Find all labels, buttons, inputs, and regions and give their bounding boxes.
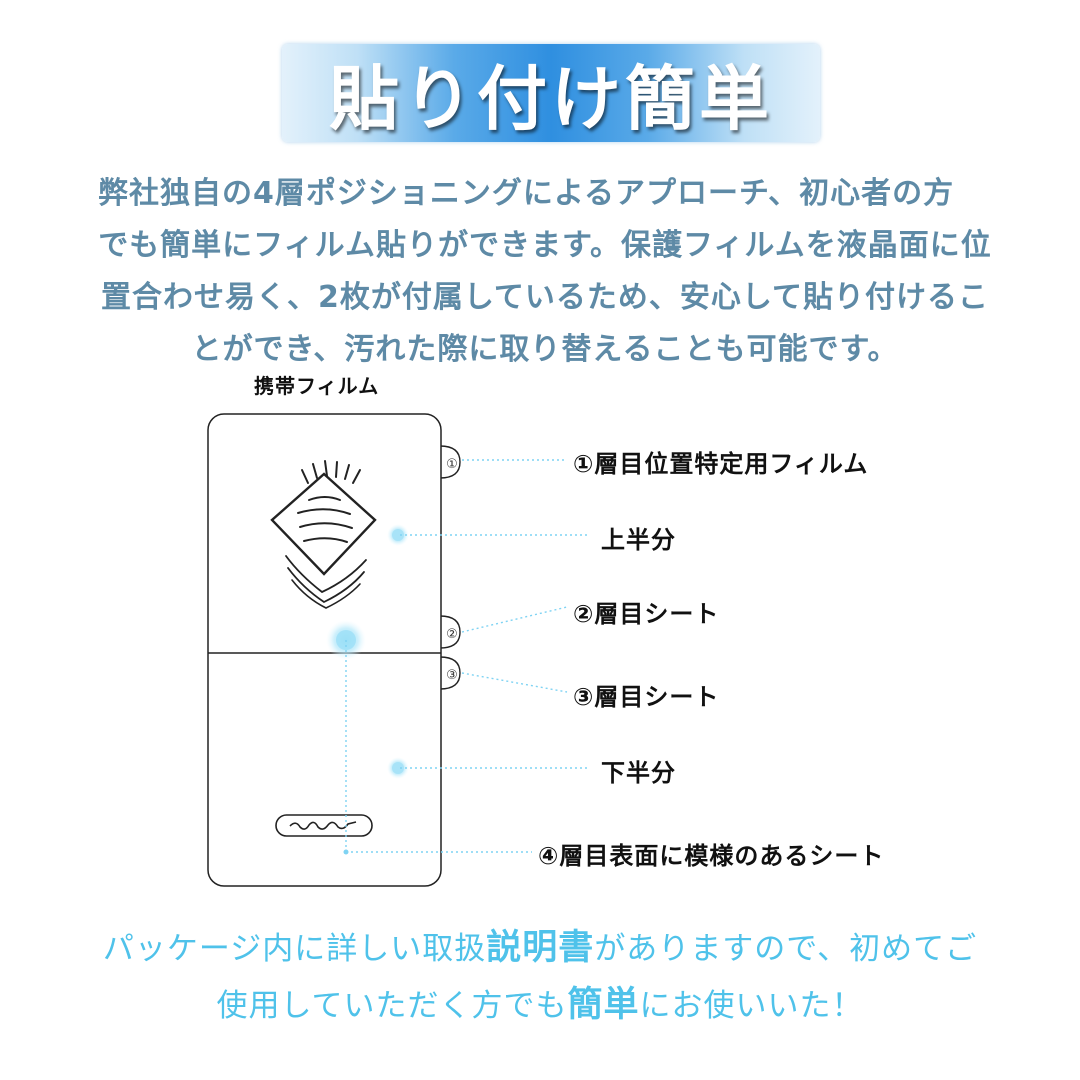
page-title: 貼り付け簡単 (329, 57, 773, 140)
callout-upper-half: 上半分 (601, 526, 676, 554)
callout-layer-3: ③層目シート (573, 683, 720, 711)
intro-line-1: 弊社独自の4層ポジショニングによるアプローチ、初心者の方 (98, 176, 955, 211)
tab-3: ③ (439, 656, 461, 690)
footer-text: 使用していただく方でも (216, 988, 568, 1024)
intro-line-3: 置合わせ易く、2枚が付属しているため、安心して貼り付けるこ (100, 280, 990, 315)
footer-line-2: 使用していただく方でも簡単にお使いいた！ (0, 977, 1080, 1034)
tab-1-mark: ① (446, 457, 458, 472)
callout-layer-4: ④層目表面に模様のあるシート (538, 842, 885, 870)
film-outline (207, 413, 442, 887)
footer-text: にお使いいた！ (639, 988, 864, 1024)
footer-text: パッケージ内に詳しい取扱 (102, 931, 487, 967)
pattern-pill (275, 814, 373, 837)
title-banner: 貼り付け簡単 (282, 44, 820, 142)
intro-line-2: でも簡単にフィルム貼りができます。保護フィルムを液晶面に位 (98, 228, 992, 263)
callout-lower-half: 下半分 (601, 759, 676, 787)
footer-text: がありますので、初めてご (594, 931, 978, 967)
tab-3-mark: ③ (446, 668, 458, 683)
glow-dot-upper-core (392, 529, 404, 541)
callout-layer-2: ②層目シート (573, 600, 720, 628)
footer-emphasis: 説明書 (486, 928, 595, 968)
tab-2: ② (439, 615, 461, 649)
footer-message: パッケージ内に詳しい取扱説明書がありますので、初めてご 使用していただく方でも簡… (0, 920, 1080, 1034)
tab-1: ① (439, 445, 461, 479)
glow-dot-lower-core (392, 762, 404, 774)
upper-illustration (270, 460, 377, 609)
leader-lines (345, 459, 590, 853)
intro-paragraph: 弊社独自の4層ポジショニングによるアプローチ、初心者の方 でも簡単にフィルム貼り… (50, 168, 1040, 376)
callout-layer-1: ①層目位置特定用フィルム (573, 450, 869, 478)
tab-2-mark: ② (446, 627, 458, 642)
leader-end-dot (343, 849, 349, 855)
footer-line-1: パッケージ内に詳しい取扱説明書がありますので、初めてご (0, 920, 1080, 977)
intro-line-4: とができ、汚れた際に取り替えることも可能です。 (191, 332, 899, 367)
footer-emphasis: 簡単 (567, 985, 640, 1025)
film-label: 携帯フィルム (254, 374, 380, 398)
